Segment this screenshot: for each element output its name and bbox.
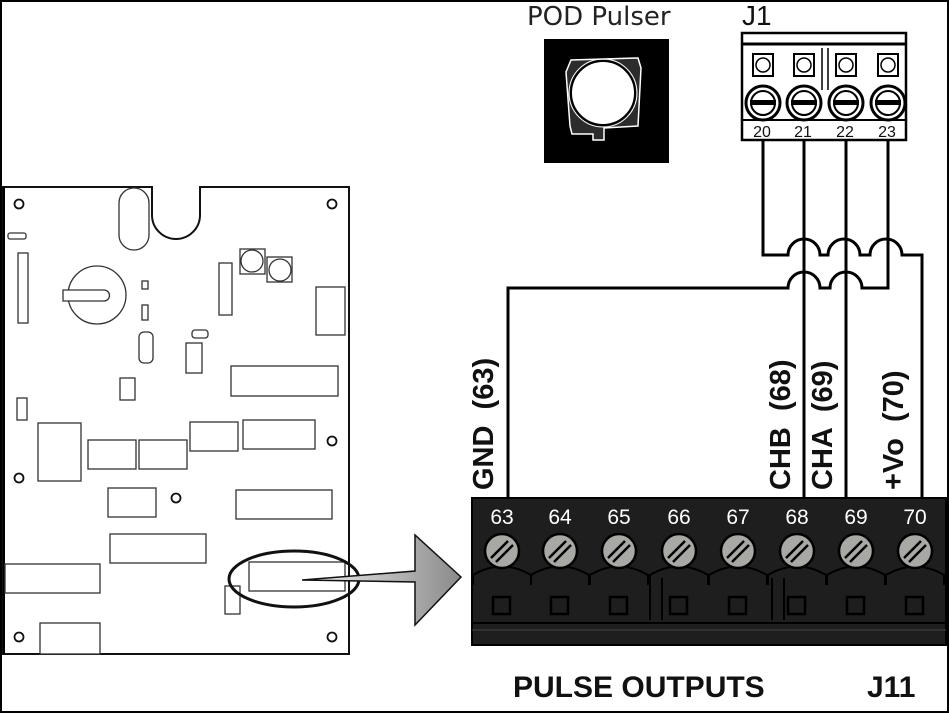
j11-pin-label: 68 xyxy=(785,506,808,529)
j1-label: J1 xyxy=(742,0,772,31)
screw-icon xyxy=(541,532,579,570)
signal-label-cha: CHA (69) xyxy=(807,361,839,490)
j11-label: J11 xyxy=(867,671,915,704)
oval-slot xyxy=(118,187,150,251)
screw-slot-icon xyxy=(875,100,901,105)
j11-pin-label: 70 xyxy=(903,506,926,529)
j1-pin-label: 22 xyxy=(836,124,854,141)
screw-icon xyxy=(600,532,638,570)
wire-j1-23-to-63 xyxy=(506,140,890,498)
signal-label-gnd: GND (63) xyxy=(468,358,500,490)
signal-label-plus-vo: +Vo (70) xyxy=(878,370,910,490)
screw-slot-icon xyxy=(750,100,776,105)
screw-icon xyxy=(483,532,521,570)
wire-entry-icon xyxy=(727,595,748,616)
wire-entry-icon xyxy=(786,595,807,616)
j11-terminal-64 xyxy=(530,532,590,616)
screw-icon xyxy=(660,532,698,570)
screw-icon xyxy=(896,532,934,570)
pod-pulser-icon xyxy=(544,39,669,163)
j1-pin-label: 20 xyxy=(753,124,771,141)
j1-pin-label: 21 xyxy=(794,124,812,141)
j1-connector xyxy=(740,31,908,142)
screw-icon xyxy=(837,532,875,570)
screw-slot-icon xyxy=(791,100,817,105)
screw-slot-icon xyxy=(833,100,859,105)
j11-terminal-68 xyxy=(767,532,827,616)
signal-label-chb: CHB (68) xyxy=(765,359,797,490)
j11-terminal-63 xyxy=(472,532,532,616)
j11-pin-label: 67 xyxy=(726,506,749,529)
j1-terminal-23 xyxy=(869,53,907,122)
j11-pin-label: 65 xyxy=(607,506,630,529)
j1-terminal-20 xyxy=(744,53,782,122)
j11-terminal-70 xyxy=(885,532,945,616)
wire-entry-icon xyxy=(845,595,866,616)
j11-terminal-65 xyxy=(589,532,649,616)
screw-icon xyxy=(778,532,816,570)
j11-connector xyxy=(471,497,947,646)
board-edge xyxy=(3,187,5,654)
wire-entry-icon xyxy=(491,595,512,616)
wire-entry-icon xyxy=(904,595,925,616)
j11-terminal-67 xyxy=(708,532,768,616)
j1-terminal-22 xyxy=(827,53,865,122)
wires xyxy=(506,140,924,498)
j11-terminal-69 xyxy=(826,532,886,616)
j11-terminal-66 xyxy=(649,532,709,616)
wire-entry-icon xyxy=(668,595,689,616)
mounting-holes xyxy=(13,198,338,643)
wire-entry-icon xyxy=(608,595,629,616)
j11-pin-label: 69 xyxy=(844,506,867,529)
pod-pulser-title: POD Pulser xyxy=(527,2,671,32)
pulse-outputs-title: PULSE OUTPUTS xyxy=(513,671,765,704)
j11-on-board xyxy=(248,561,346,592)
j1-terminal-21 xyxy=(785,53,823,122)
screw-icon xyxy=(719,532,757,570)
pointer-arrow-icon xyxy=(301,533,463,627)
j1-pin-label: 23 xyxy=(878,124,896,141)
controller-board xyxy=(2,186,350,655)
wire-entry-icon xyxy=(549,595,570,616)
j11-pin-label: 63 xyxy=(490,506,513,529)
j11-pin-label: 66 xyxy=(667,506,690,529)
j11-pin-label: 64 xyxy=(548,506,572,529)
